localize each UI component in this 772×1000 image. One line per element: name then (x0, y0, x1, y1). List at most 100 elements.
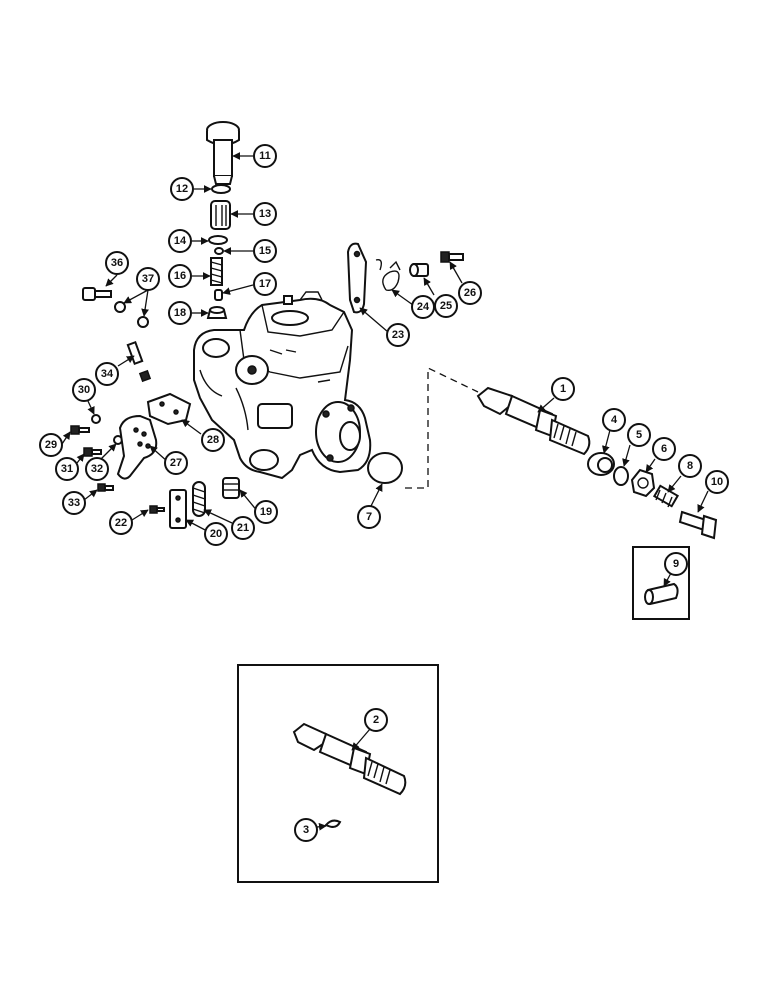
part-28-bracket (146, 392, 192, 426)
callout-5: 5 (627, 423, 651, 447)
part-24-spring (382, 260, 401, 292)
part-26-screw (440, 251, 464, 263)
assembly-guide-line (405, 366, 479, 489)
svg-text:12: 12 (176, 183, 188, 195)
callout-27: 27 (164, 451, 188, 475)
svg-text:15: 15 (259, 245, 271, 257)
callout-26: 26 (458, 281, 482, 305)
part-9-pin (644, 582, 679, 606)
svg-text:1: 1 (560, 383, 566, 395)
svg-text:17: 17 (259, 278, 271, 290)
part-3-key (324, 819, 342, 828)
callout-18: 18 (168, 301, 192, 325)
callout-13: 13 (253, 202, 277, 226)
callout-31: 31 (55, 457, 79, 481)
part-22-screw (149, 505, 165, 514)
svg-text:16: 16 (174, 270, 186, 282)
callouts: 11 12 13 14 15 16 17 18 36 37 34 30 29 3… (39, 144, 729, 842)
callout-37: 37 (136, 267, 160, 291)
svg-text:10: 10 (711, 476, 723, 488)
svg-text:37: 37 (142, 273, 154, 285)
part-37-washer-b (137, 316, 149, 328)
svg-text:6: 6 (661, 443, 667, 455)
svg-text:33: 33 (68, 497, 80, 509)
part-2-drive-shaft (292, 722, 407, 796)
svg-text:30: 30 (78, 384, 90, 396)
callout-11: 11 (253, 144, 277, 168)
part-6-nut (630, 468, 656, 498)
svg-text:24: 24 (417, 301, 430, 313)
callout-34: 34 (95, 362, 119, 386)
part-16-spring (210, 257, 223, 286)
part-4-bushing (587, 452, 615, 476)
callout-17: 17 (253, 272, 277, 296)
callout-9: 9 (664, 552, 688, 576)
svg-text:28: 28 (207, 434, 219, 446)
callout-20: 20 (204, 522, 228, 546)
part-10-bolt (678, 510, 718, 540)
svg-text:34: 34 (101, 368, 114, 380)
part-15-o-ring (214, 247, 224, 255)
part-14-ring (208, 235, 228, 245)
callout-28: 28 (201, 428, 225, 452)
callout-21: 21 (231, 516, 255, 540)
part-13-sleeve (210, 200, 231, 230)
svg-text:18: 18 (174, 307, 186, 319)
svg-text:3: 3 (303, 824, 309, 836)
svg-text:25: 25 (440, 300, 452, 312)
svg-text:29: 29 (45, 439, 57, 451)
callout-8: 8 (678, 454, 702, 478)
svg-text:23: 23 (392, 329, 404, 341)
part-18-plug (206, 306, 228, 319)
callout-19: 19 (254, 500, 278, 524)
svg-text:22: 22 (115, 517, 127, 529)
callout-1: 1 (551, 377, 575, 401)
svg-text:2: 2 (373, 714, 379, 726)
part-36-bolt (82, 287, 112, 301)
callout-4: 4 (602, 408, 626, 432)
callout-36: 36 (105, 251, 129, 275)
callout-33: 33 (62, 491, 86, 515)
callout-25: 25 (434, 294, 458, 318)
inset-box-alternate-shaft (237, 664, 439, 883)
callout-29: 29 (39, 433, 63, 457)
part-19-cap (222, 477, 240, 499)
callout-24: 24 (411, 295, 435, 319)
part-5-ring (613, 466, 629, 486)
callout-16: 16 (168, 264, 192, 288)
callout-23: 23 (386, 323, 410, 347)
svg-text:11: 11 (259, 150, 271, 162)
callout-6: 6 (652, 437, 676, 461)
part-8-spring (652, 484, 680, 508)
callout-32: 32 (85, 457, 109, 481)
svg-text:21: 21 (237, 522, 249, 534)
callout-12: 12 (170, 177, 194, 201)
callout-30: 30 (72, 378, 96, 402)
part-31-screw (83, 447, 102, 457)
svg-text:20: 20 (210, 528, 222, 540)
inset-box-part-9 (632, 546, 690, 620)
part-12-washer (211, 184, 231, 194)
callout-2: 2 (364, 708, 388, 732)
callout-14: 14 (168, 229, 192, 253)
svg-text:7: 7 (366, 511, 372, 523)
part-17-pin (214, 289, 223, 301)
svg-text:19: 19 (260, 506, 272, 518)
part-7-o-ring (367, 452, 403, 484)
svg-text:9: 9 (673, 558, 679, 570)
svg-text:26: 26 (464, 287, 476, 299)
svg-text:5: 5 (636, 429, 642, 441)
svg-text:36: 36 (111, 257, 123, 269)
part-20-plate (169, 489, 187, 529)
part-11-valve-holder (206, 121, 240, 185)
callout-3: 3 (294, 818, 318, 842)
callout-15: 15 (253, 239, 277, 263)
callout-10: 10 (705, 470, 729, 494)
callout-22: 22 (109, 511, 133, 535)
part-37-washer-a (114, 301, 126, 313)
part-34-screw (126, 340, 152, 383)
svg-text:4: 4 (611, 414, 618, 426)
part-1-drive-shaft (476, 386, 591, 456)
callout-7: 7 (357, 505, 381, 529)
